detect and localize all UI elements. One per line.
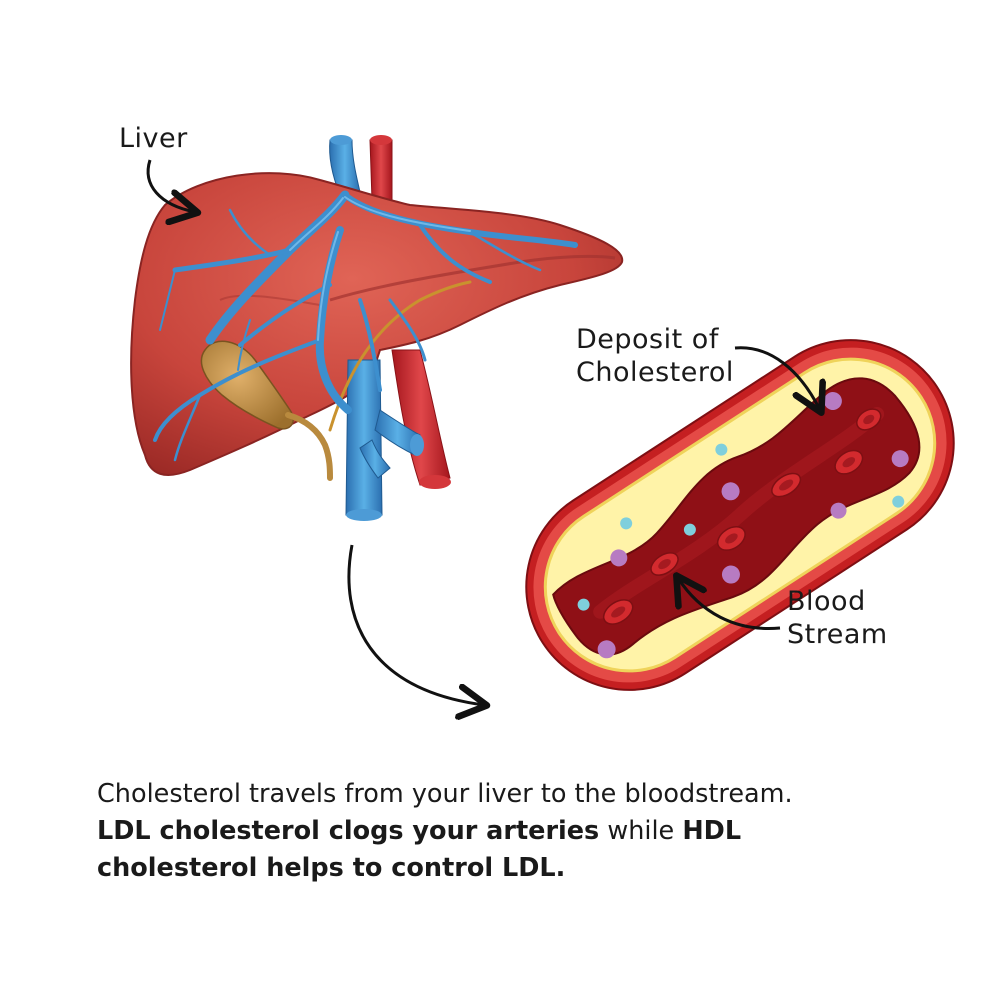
hdl-particles — [577, 443, 905, 611]
caption-hdl-bold-end: cholesterol helps to control LDL. — [97, 853, 566, 883]
blood-label-line1: Blood — [787, 586, 866, 617]
aorta-top — [369, 139, 393, 201]
hdl-particle — [620, 517, 633, 530]
caption-line3: cholesterol helps to control LDL. — [97, 850, 957, 887]
ldl-particle — [830, 502, 847, 519]
caption-line2: LDL cholesterol clogs your arteries whil… — [97, 813, 957, 850]
blood-stream-label: Blood Stream — [787, 585, 888, 651]
caption-line1: Cholesterol travels from your liver to t… — [97, 779, 793, 809]
liver-label-arrow — [146, 159, 195, 212]
hdl-particle — [715, 443, 728, 456]
deposit-label-line1: Deposit of — [576, 324, 719, 355]
vena-cava-bottom — [345, 359, 383, 516]
deposit-of-cholesterol-label: Deposit of Cholesterol — [576, 323, 734, 389]
gallbladder — [200, 340, 294, 430]
ldl-particles — [597, 392, 909, 659]
ldl-particle — [721, 482, 740, 501]
hdl-particle — [892, 495, 905, 508]
liver-label: Liver — [119, 122, 188, 155]
ldl-particle — [823, 392, 842, 411]
ldl-particle — [610, 549, 628, 567]
caption-middle: while — [599, 816, 683, 846]
artery — [525, 339, 955, 691]
hdl-particle — [577, 598, 590, 611]
blood-label-line2: Stream — [787, 619, 888, 650]
ldl-particle — [721, 565, 740, 584]
hdl-particle — [683, 523, 696, 536]
flow-arrow — [347, 544, 484, 705]
blood-label-arrow — [678, 578, 781, 631]
deposit-label-arrow — [734, 346, 820, 410]
caption-hdl-bold: HDL — [682, 816, 742, 846]
liver — [130, 135, 624, 521]
ldl-particle — [597, 640, 616, 659]
deposit-label-line2: Cholesterol — [576, 357, 734, 388]
caption-ldl-bold: LDL cholesterol clogs your arteries — [97, 816, 600, 846]
liver-label-text: Liver — [119, 123, 188, 154]
caption: Cholesterol travels from your liver to t… — [97, 776, 957, 887]
aorta-bottom — [391, 349, 451, 486]
ldl-particle — [891, 450, 909, 468]
